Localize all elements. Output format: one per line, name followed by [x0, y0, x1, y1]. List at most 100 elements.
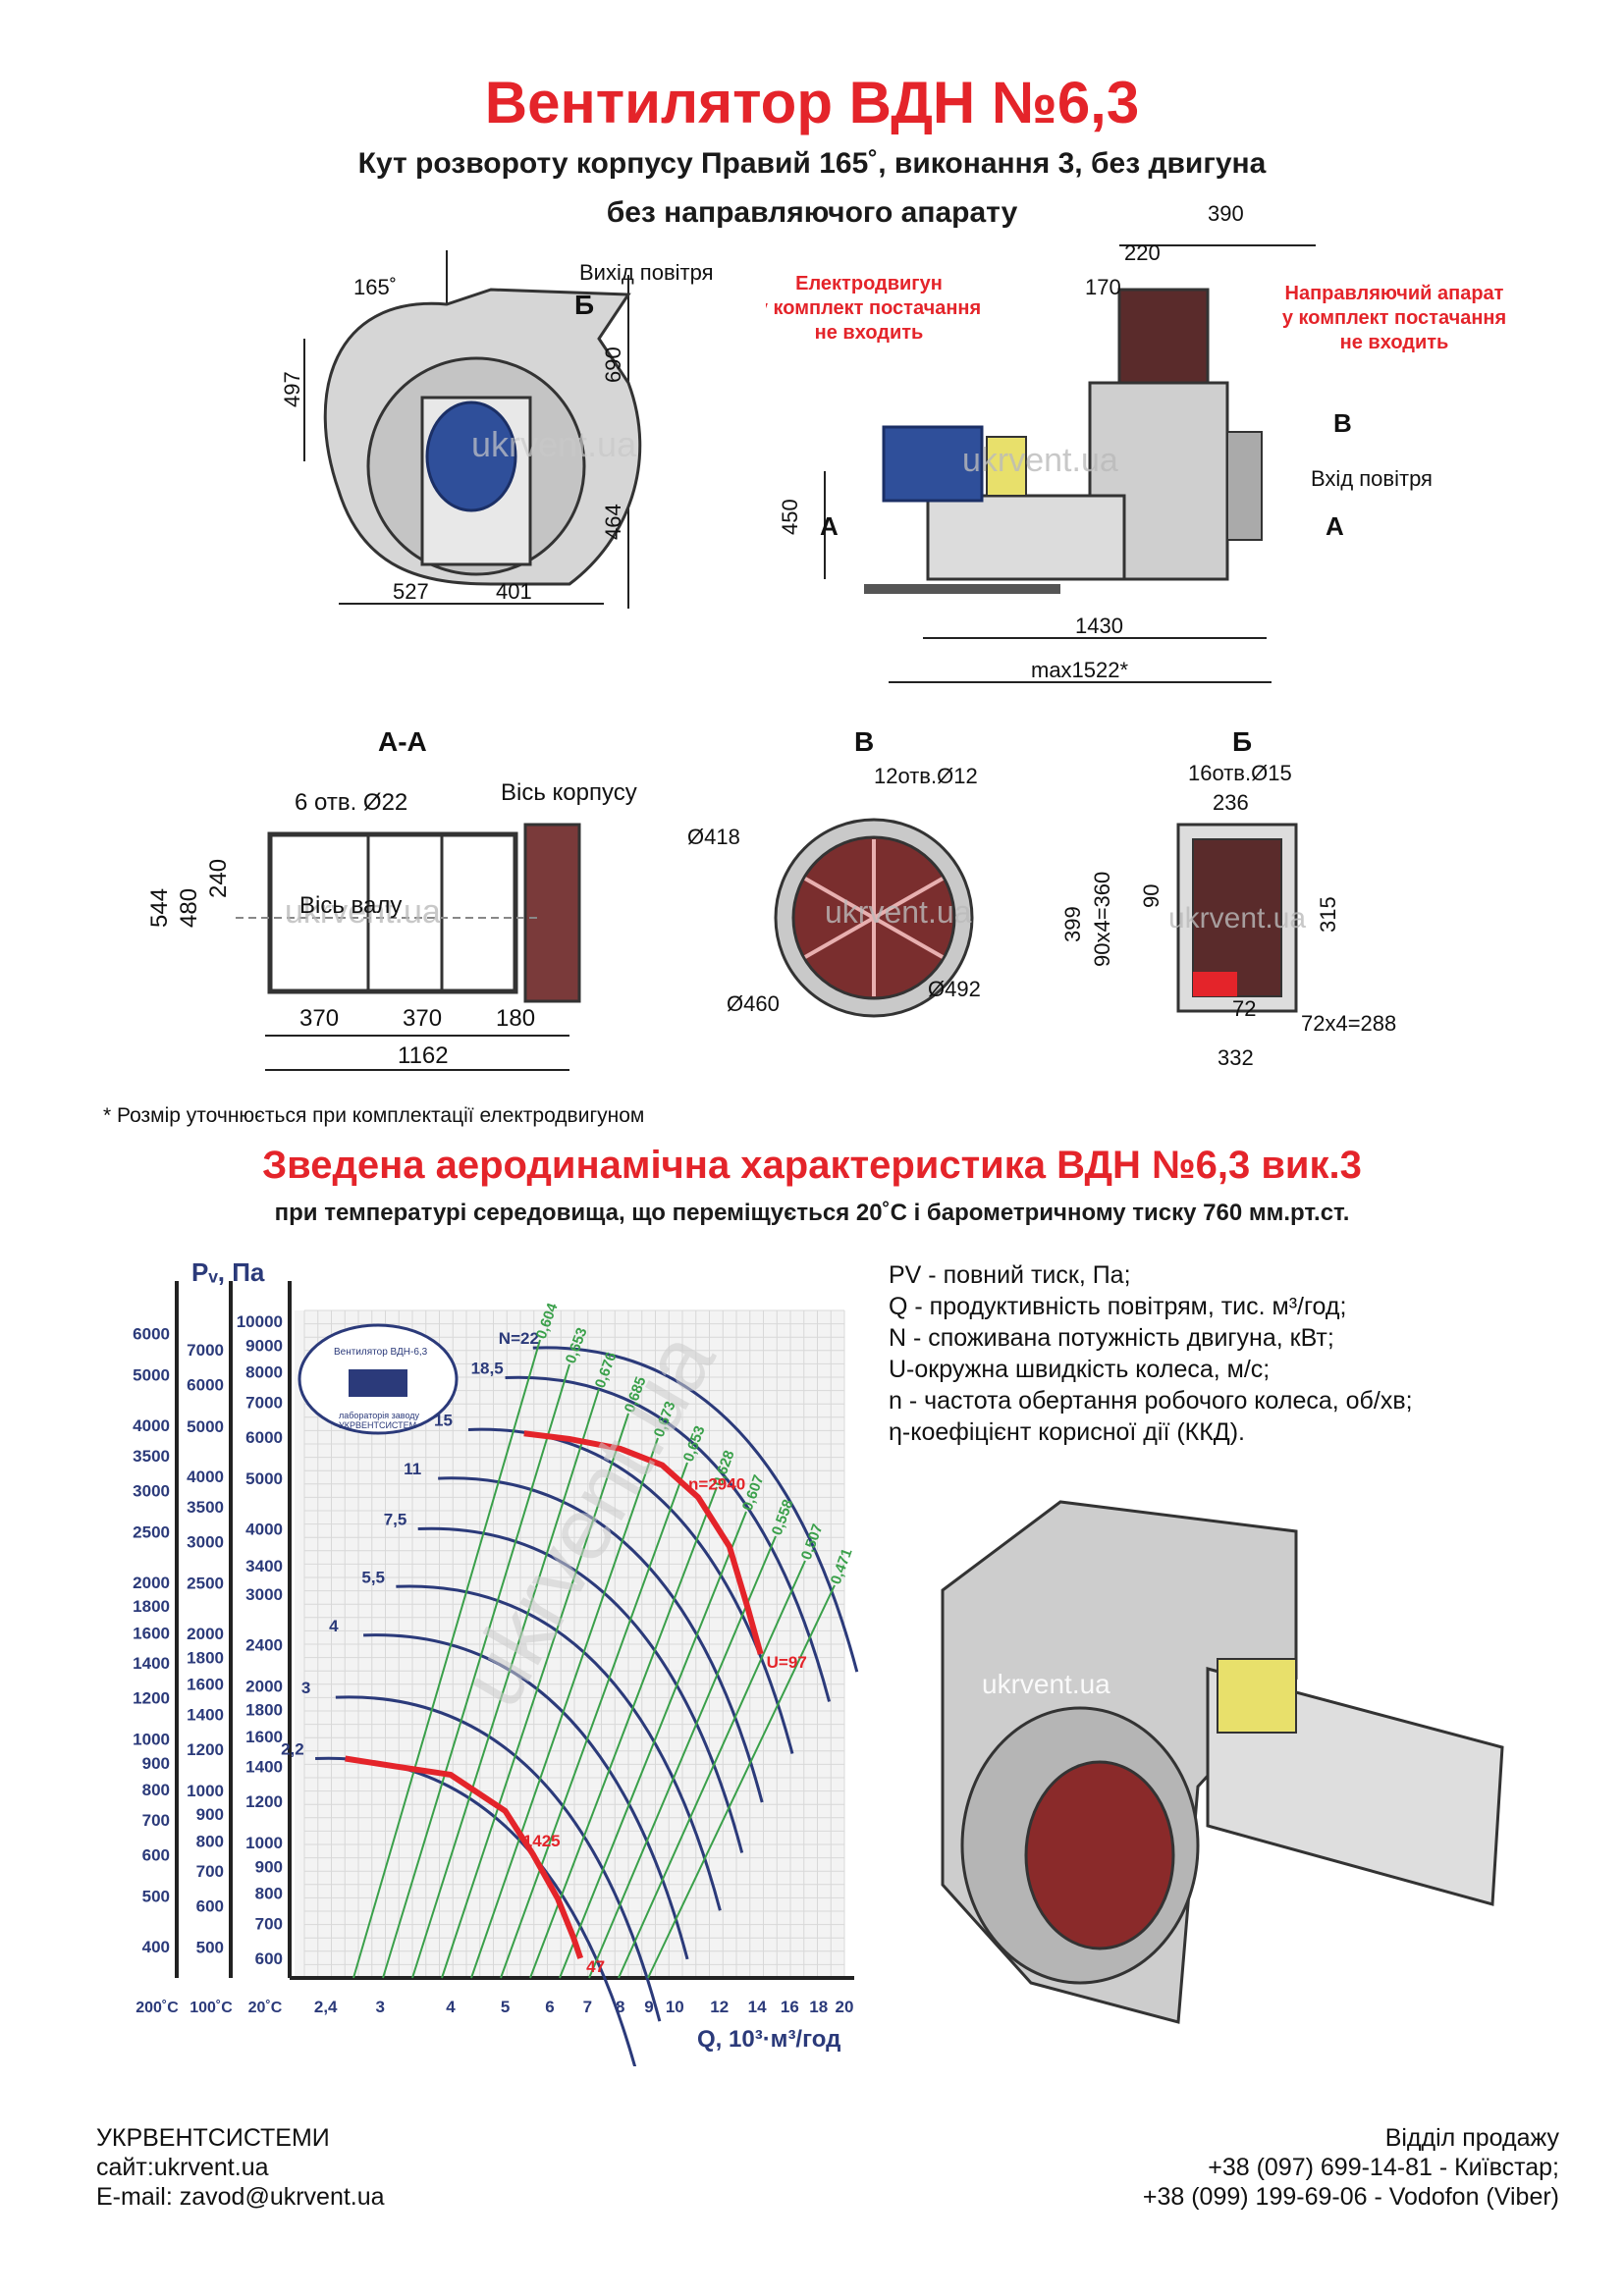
power-label: 2,2 — [281, 1739, 304, 1758]
y-tick-label: 1800 — [187, 1648, 224, 1667]
chart-subheading: при температурі середовища, що переміщує… — [274, 1200, 1350, 1226]
holes-16-label: 16отв.Ø15 — [1188, 761, 1292, 785]
y-tick-label: 800 — [255, 1885, 283, 1903]
y-tick-label: 2000 — [187, 1625, 224, 1643]
legend-u: U-окружна швидкість колеса, м/с; — [889, 1356, 1271, 1383]
y-tick-label: 6000 — [245, 1428, 283, 1447]
y-tick-label: 400 — [142, 1938, 170, 1956]
efficiency-line — [647, 1584, 836, 1979]
power-curve — [532, 1346, 859, 1673]
temp-label: 20˚C — [248, 2000, 283, 2016]
svg-text:ukrvent.ua: ukrvent.ua — [825, 894, 972, 930]
dim-288: 72x4=288 — [1301, 1011, 1396, 1036]
holes-12-label: 12отв.Ø12 — [874, 764, 978, 788]
y-tick-label: 1400 — [133, 1654, 170, 1673]
chart-heading: Зведена аеродинамічна характеристика ВДН… — [262, 1144, 1362, 1187]
x-tick-label: 6 — [545, 1998, 554, 2016]
y-tick-label: 6000 — [133, 1325, 170, 1344]
dim-240: 240 — [205, 859, 232, 898]
dim-390: 390 — [1208, 201, 1244, 226]
efficiency-line — [588, 1535, 777, 1979]
guide-note-2: у комплект постачання — [1282, 307, 1506, 329]
y-tick-label: 800 — [196, 1832, 224, 1850]
dim-1162: 1162 — [398, 1042, 449, 1069]
y-tick-label: 2000 — [245, 1677, 283, 1695]
dim-690: 690 — [601, 347, 625, 383]
temp-label: 200˚C — [135, 2000, 179, 2016]
sales-label: Відділ продажу — [1384, 2124, 1559, 2152]
efficiency-line — [529, 1486, 718, 1979]
section-v-mark: В — [1333, 408, 1352, 438]
y-tick-label: 1400 — [245, 1758, 283, 1777]
guide-note-1: Направляючий апарат — [1285, 283, 1504, 304]
y-tick-label: 4000 — [133, 1416, 170, 1435]
dim-90: 90 — [1139, 884, 1164, 908]
motor-side — [882, 425, 984, 503]
y-tick-label: 1000 — [187, 1782, 224, 1800]
dim-72: 72 — [1232, 996, 1256, 1021]
dim-d492: Ø492 — [928, 977, 981, 1001]
y-tick-label: 2500 — [187, 1575, 224, 1593]
dim-399: 399 — [1060, 906, 1085, 942]
y-tick-label: 2000 — [133, 1574, 170, 1592]
inlet-label: Вхід повітря — [1311, 466, 1433, 491]
y-tick-label: 1600 — [187, 1676, 224, 1694]
outlet-marker — [1193, 972, 1237, 996]
ground-line-a — [864, 584, 1060, 594]
svg-text:ukrvent.ua: ukrvent.ua — [962, 442, 1118, 479]
outlet-opening — [1192, 838, 1282, 997]
y-tick-label: 700 — [196, 1862, 224, 1881]
svg-text:Вентилятор ВДН-6,3: Вентилятор ВДН-6,3 — [334, 1347, 428, 1358]
legend-pv: PV - повний тиск, Па; — [889, 1261, 1131, 1289]
dim-360: 90x4=360 — [1090, 872, 1114, 967]
dim-236: 236 — [1213, 790, 1249, 815]
dim-401: 401 — [496, 579, 532, 604]
y-tick-label: 5000 — [187, 1417, 224, 1436]
y-tick-label: 4000 — [187, 1468, 224, 1486]
y-tick-label: 1800 — [133, 1597, 170, 1616]
front-view-drawing: ukrvent.ua 165˚ Вихід повітря Б 497 690 … — [280, 250, 714, 609]
motor-note-1: Електродвигун — [795, 273, 943, 294]
svg-text:лабораторія заводу: лабораторія заводу — [339, 1411, 420, 1420]
phone-1[interactable]: +38 (097) 699-14-81 - Київстар; — [1208, 2154, 1559, 2181]
section-b-drawing: ukrvent.ua Б 16отв.Ø15 236 399 90x4=360 … — [1060, 731, 1396, 1070]
dim-464: 464 — [601, 504, 625, 540]
y-tick-label: 1000 — [245, 1834, 283, 1852]
chart-legend: PV - повний тиск, Па; Q - продуктивність… — [889, 1259, 1413, 1448]
y-tick-label: 5000 — [133, 1366, 170, 1385]
fan-3d-render: ukrvent.ua — [941, 1500, 1504, 2024]
series-line — [523, 1430, 764, 1655]
y-tick-label: 9000 — [245, 1337, 283, 1356]
dim-315: 315 — [1316, 896, 1340, 933]
y-tick-label: 3500 — [133, 1447, 170, 1466]
section-v-title: В — [854, 731, 874, 757]
impeller-3d — [1024, 1760, 1175, 1950]
temp-label: 100˚C — [189, 2000, 233, 2016]
efficiency-line — [500, 1462, 688, 1979]
footer-left: УКРВЕНТСИСТЕМИ сайт:ukrvent.ua E-mail: z… — [96, 2123, 385, 2212]
power-curve — [417, 1526, 744, 1853]
outlet-label: Вихід повітря — [579, 260, 714, 285]
efficiency-line — [441, 1413, 629, 1979]
housing-section — [523, 823, 581, 1003]
series-end-label: U=97 — [767, 1653, 807, 1672]
x-tick-label: 2,4 — [314, 1998, 338, 2016]
y-tick-label: 4000 — [245, 1521, 283, 1539]
svg-text:ukrvent.ua: ukrvent.ua — [1168, 902, 1306, 934]
shaft-axis-label: Вісь валу — [299, 892, 402, 919]
power-label: 4 — [329, 1617, 339, 1635]
y-axis-label: Pᵥ, Па — [191, 1257, 265, 1287]
y-tick-label: 6000 — [187, 1376, 224, 1395]
y-tick-label: 500 — [196, 1939, 224, 1957]
phone-2[interactable]: +38 (099) 199-69-06 - Vodofon (Viber) — [1142, 2183, 1559, 2211]
dim-527: 527 — [393, 579, 429, 604]
x-tick-label: 20 — [836, 1998, 854, 2016]
section-a-left: А — [820, 511, 839, 541]
x-tick-label: 14 — [748, 1998, 767, 2016]
housing-axis-label: Вісь корпусу — [501, 779, 637, 806]
power-curve — [335, 1695, 662, 2022]
y-tick-label: 2400 — [245, 1635, 283, 1654]
dim-332: 332 — [1218, 1045, 1254, 1070]
email-link[interactable]: E-mail: zavod@ukrvent.ua — [96, 2183, 385, 2211]
site-link[interactable]: сайт:ukrvent.ua — [96, 2154, 269, 2181]
